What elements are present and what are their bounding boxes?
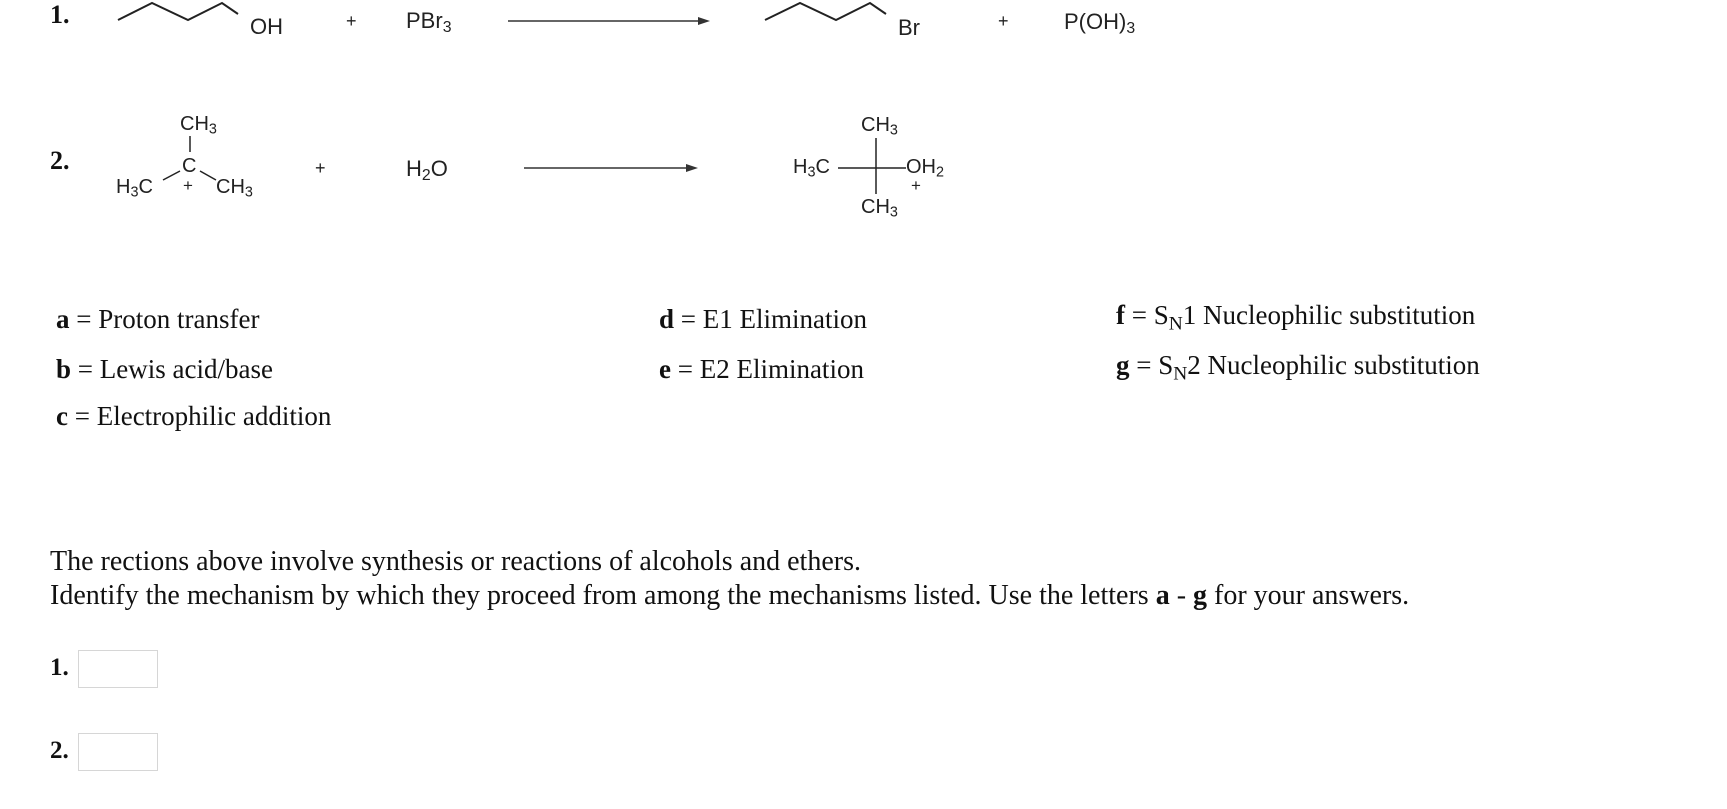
- mechanism-a: a = Proton transfer: [56, 304, 260, 334]
- reaction-2-product-top-ch3: CH3: [861, 114, 898, 139]
- mechanism-b: b = Lewis acid/base: [56, 354, 273, 384]
- reaction-2-product-bottom-ch3: CH3: [861, 196, 898, 221]
- reaction-2-reactant-left-h3c: H3C: [116, 176, 153, 201]
- answer-2-label: 2.: [50, 737, 69, 764]
- reaction-2-reagent-water: H2O: [406, 156, 448, 184]
- reaction-2-product-right-oh2: OH2: [906, 156, 945, 181]
- mechanism-g: g = SN2 Nucleophilic substitution: [1116, 350, 1480, 385]
- instructions-line-1: The rections above involve synthesis or …: [50, 546, 861, 577]
- answer-2-input[interactable]: [78, 733, 158, 771]
- reaction-1-byproduct: P(OH)3: [1064, 9, 1136, 37]
- reaction-1-product-chain: [764, 1, 887, 22]
- reaction-1-plus-2: +: [998, 11, 1009, 31]
- reaction-2-number: 2.: [50, 146, 70, 175]
- reaction-2-reactant-bonds: [162, 136, 217, 181]
- mechanism-d: d = E1 Elimination: [659, 304, 867, 334]
- reaction-1-number: 1.: [50, 0, 70, 29]
- answer-1-input[interactable]: [78, 650, 158, 688]
- reaction-1-arrow: [508, 17, 710, 25]
- mechanism-e: e = E2 Elimination: [659, 354, 864, 384]
- reaction-2-product-bonds: [838, 138, 906, 194]
- reaction-2-product-charge: +: [911, 176, 921, 195]
- mechanism-c: c = Electrophilic addition: [56, 401, 332, 431]
- reaction-1-reactant-oh: OH: [250, 14, 283, 39]
- reaction-2-plus: +: [315, 158, 326, 178]
- reaction-2-reactant-top-ch3: CH3: [180, 113, 217, 138]
- reaction-2-reactant-central-c: C: [182, 155, 197, 177]
- reaction-2-arrow: [524, 164, 698, 172]
- reaction-1-reactant-chain: [117, 1, 239, 22]
- reaction-1-reagent: PBr3: [406, 8, 452, 36]
- mechanism-f: f = SN1 Nucleophilic substitution: [1116, 300, 1476, 335]
- reaction-2-reactant-charge: +: [183, 176, 193, 195]
- reaction-2-reactant-right-ch3: CH3: [216, 176, 253, 201]
- reaction-2-product-left-h3c: H3C: [793, 156, 830, 181]
- reaction-1-plus-1: +: [346, 11, 357, 31]
- instructions-line-2: Identify the mechanism by which they pro…: [50, 580, 1410, 611]
- answer-1-label: 1.: [50, 654, 69, 681]
- reaction-1-product-br: Br: [898, 15, 920, 40]
